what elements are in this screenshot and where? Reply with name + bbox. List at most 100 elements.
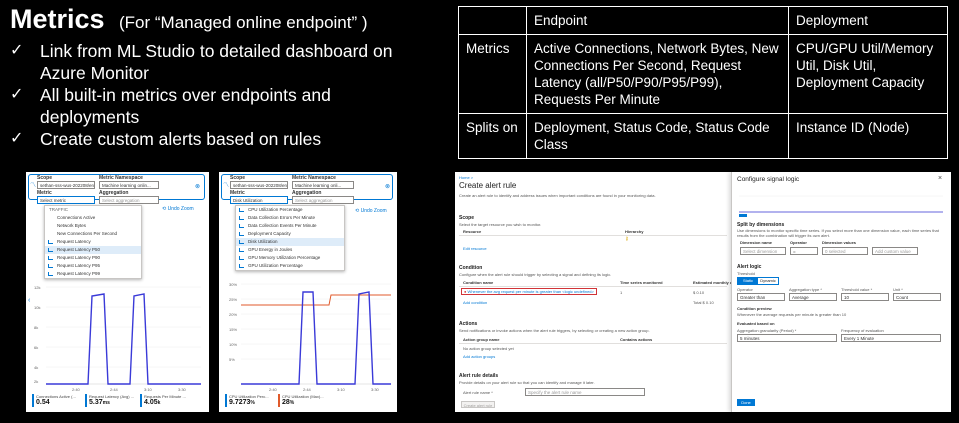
y-tick: 10% (229, 342, 237, 347)
threshold-static[interactable]: Static (738, 278, 758, 284)
close-icon[interactable]: ⊗ (385, 184, 391, 190)
dimension-select[interactable]: Select dimension (740, 247, 786, 255)
metric-icon (239, 224, 244, 228)
metric-icon (48, 264, 53, 268)
create-alert-rule-button[interactable]: Create alert rule (461, 401, 495, 408)
dim-header-operator: Operator (790, 240, 807, 245)
aggregation-select[interactable]: Select aggregation (99, 196, 159, 204)
unit-label: Unit * (893, 287, 903, 292)
x-tick-labels: 2:40 2:44 3:10 3:30 (72, 387, 187, 392)
condition-count: 1 (620, 290, 623, 295)
operator-field[interactable]: Greater than (737, 293, 785, 301)
granularity-select[interactable]: 5 minutes (737, 334, 837, 342)
add-condition-link[interactable]: Add condition (463, 300, 488, 305)
close-icon[interactable]: ⊗ (195, 184, 201, 190)
evaluated-label: Evaluated based on (737, 321, 775, 326)
dropdown-option[interactable]: Request Latency P90 (45, 254, 141, 262)
dropdown-option[interactable]: GPU Energy in Joules (236, 246, 344, 254)
scope-field[interactable]: sethan-sss-wus-202208/en... (230, 181, 288, 189)
bullet-list: ✓ Link from ML Studio to detailed dashbo… (10, 40, 430, 150)
dropdown-option-selected[interactable]: Disk Utilization (236, 238, 344, 246)
legend-unit: % (250, 400, 255, 406)
y-tick: 30% (229, 282, 237, 287)
dropdown-option[interactable]: New Connections Per Second (57, 231, 118, 236)
metric-select[interactable]: Disk Utilization (230, 196, 288, 204)
divider (459, 235, 727, 236)
metric-icon (48, 256, 53, 260)
legend-label: CPU Utilization Perc... (229, 394, 269, 399)
legend-item: CPU Utilization (Max)... 28% (278, 394, 328, 407)
legend-value: 28% (282, 399, 328, 407)
dropdown-option[interactable]: Network Bytes (57, 223, 87, 228)
chart-2: 30% 25% 20% 15% 10% 5% 2:40 2:44 3:10 3:… (229, 282, 391, 392)
dropdown-option[interactable]: Deployment Capacity (236, 230, 344, 238)
x-tick: 3:10 (337, 387, 346, 392)
scope-field[interactable]: sethan-sss-wus-202208/en... (37, 181, 95, 189)
breadcrumb[interactable]: Home > (459, 175, 474, 180)
dropdown-option-selected[interactable]: Request Latency P50 (45, 246, 141, 254)
legend-item: Connections Active (... 0.54 (32, 394, 82, 407)
undo-zoom-button[interactable]: ⟲ Undo Zoom (162, 206, 194, 212)
dropdown-option[interactable]: GPU Utilization Percentage (236, 262, 344, 270)
dropdown-option[interactable]: CPU Utilization Percentage (236, 206, 344, 214)
page-title: Create alert rule (459, 181, 517, 190)
custom-value-input[interactable]: Add custom value (872, 247, 918, 255)
dropdown-option[interactable]: GPU Memory Utilization Percentage (236, 254, 344, 262)
dropdown-option-label: Disk Utilization (248, 239, 278, 244)
threshold-value-label: Threshold value * (841, 287, 873, 292)
dropdown-option[interactable]: Connections Active (57, 215, 96, 220)
pane-title: Configure signal logic (737, 176, 800, 183)
rule-name-input[interactable]: Specify the alert rule name (525, 388, 645, 396)
frequency-select[interactable]: Every 1 Minute (841, 334, 941, 342)
slide-title-row: Metrics (For “Managed online endpoint” ) (10, 4, 368, 35)
y-tick: 15% (229, 327, 237, 332)
dropdown-option[interactable]: Data Collection Events Per Minute (236, 222, 344, 230)
unit-field[interactable]: Count (893, 293, 941, 301)
aggregation-select[interactable]: Select aggregation (292, 196, 354, 204)
dropdown-option[interactable]: Data Collection Errors Per Minute (236, 214, 344, 222)
legend-value-number: 9.7273 (229, 399, 251, 406)
dropdown-option[interactable]: Request Latency P99 (45, 270, 141, 278)
metric-icon (239, 232, 244, 236)
dropdown-option[interactable]: Request Latency P95 (45, 262, 141, 270)
check-icon: ✓ (10, 86, 24, 103)
details-heading: Alert rule details (459, 373, 499, 379)
threshold-toggle[interactable]: Static Dynamic (737, 277, 779, 285)
add-action-groups-link[interactable]: Add action groups (463, 354, 496, 359)
edit-resource-link[interactable]: Edit resource (463, 246, 487, 251)
check-icon: ✓ (10, 42, 24, 59)
close-icon[interactable]: × (938, 175, 943, 182)
legend-item: CPU Utilization Perc... 9.7273% (225, 394, 275, 407)
x-tick-labels: 2:40 2:44 3:10 3:30 (269, 387, 380, 392)
x-tick: 2:44 (303, 387, 312, 392)
create-alert-rule-panel: Home > Create alert rule Create an alert… (455, 172, 951, 412)
metric-icon (48, 248, 53, 252)
threshold-dynamic[interactable]: Dynamic (760, 278, 776, 283)
aggregation-label: Aggregation (292, 190, 322, 196)
undo-zoom-label: Undo Zoom (167, 206, 194, 212)
dropdown-option[interactable]: Request Latency (45, 238, 141, 246)
legend-label: Request Latency (Avg) ... (89, 394, 135, 399)
agg-type-field[interactable]: Average (789, 293, 837, 301)
y-tick-labels: 12k 10k 8k 6k 4k 2k (34, 285, 40, 384)
done-button[interactable]: Done (737, 399, 755, 406)
dimension-values-select[interactable]: 0 selected (822, 247, 868, 255)
condition-row-link[interactable]: ● Whenever the avg request per minute is… (461, 288, 597, 295)
details-desc: Provide details on your alert rule so th… (459, 380, 595, 385)
table-header-row: Endpoint Deployment (458, 6, 948, 35)
namespace-select[interactable]: Machine learning onlin... (99, 181, 159, 189)
split-heading: Split by dimensions (737, 222, 785, 228)
threshold-value-input[interactable]: 10 (841, 293, 889, 301)
namespace-select[interactable]: Machine learning onli... (292, 181, 354, 189)
undo-zoom-button[interactable]: ⟲ Undo Zoom (355, 208, 387, 214)
legend-value-number: 4.05 (144, 399, 158, 406)
bullet-item: ✓ All built-in metrics over endpoints an… (10, 84, 430, 128)
operator-select[interactable]: = (790, 247, 818, 255)
metric-select[interactable]: Select metric (37, 196, 95, 204)
metric-icon (48, 240, 53, 244)
alert-logic-heading: Alert logic (737, 264, 762, 270)
dim-header-name: Dimension name (740, 240, 773, 245)
legend-value-number: 28 (282, 399, 290, 406)
dropdown-option-label: Data Collection Errors Per Minute (248, 215, 316, 220)
error-icon: ● (464, 289, 467, 294)
